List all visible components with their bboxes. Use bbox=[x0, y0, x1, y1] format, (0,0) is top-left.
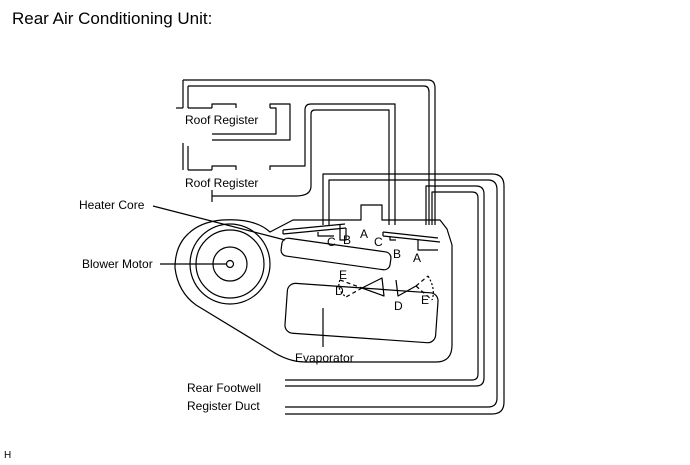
damper-letter-c-center: C bbox=[374, 235, 383, 249]
damper-letter-c-left: C bbox=[327, 235, 336, 249]
damper-letter-e-right: E bbox=[421, 293, 429, 307]
label-blower-motor: Blower Motor bbox=[82, 257, 153, 271]
damper-letter-d-left: D bbox=[335, 284, 344, 298]
label-heater-core: Heater Core bbox=[79, 198, 145, 212]
roof-duct-lower bbox=[182, 103, 396, 225]
label-rear-footwell-line2: Register Duct bbox=[187, 399, 260, 413]
damper-group-right bbox=[382, 231, 441, 251]
damper-letter-e-left: E bbox=[339, 268, 347, 282]
damper-letter-d-right: D bbox=[394, 299, 403, 313]
label-roof-register-lower: Roof Register bbox=[185, 176, 258, 190]
rear-footwell-duct bbox=[285, 173, 505, 415]
damper-de-right bbox=[395, 275, 434, 301]
figure-id: H bbox=[4, 450, 12, 461]
damper-letter-a-right: A bbox=[413, 251, 421, 265]
heater-core-leader bbox=[152, 205, 286, 241]
damper-de-left bbox=[338, 277, 385, 298]
label-evaporator: Evaporator bbox=[295, 351, 354, 365]
damper-letter-b-right: B bbox=[393, 247, 401, 261]
damper-letter-a-center: A bbox=[360, 227, 368, 241]
damper-letter-b-left: B bbox=[343, 233, 351, 247]
unit-housing bbox=[174, 204, 453, 363]
roof-duct-upper bbox=[176, 79, 436, 225]
damper-group-left bbox=[282, 223, 347, 241]
label-roof-register-upper: Roof Register bbox=[185, 113, 258, 127]
evaporator-shape bbox=[284, 282, 439, 344]
heater-core-shape bbox=[280, 237, 392, 271]
label-rear-footwell-line1: Rear Footwell bbox=[187, 381, 261, 395]
diagram-title: Rear Air Conditioning Unit: bbox=[12, 9, 213, 28]
